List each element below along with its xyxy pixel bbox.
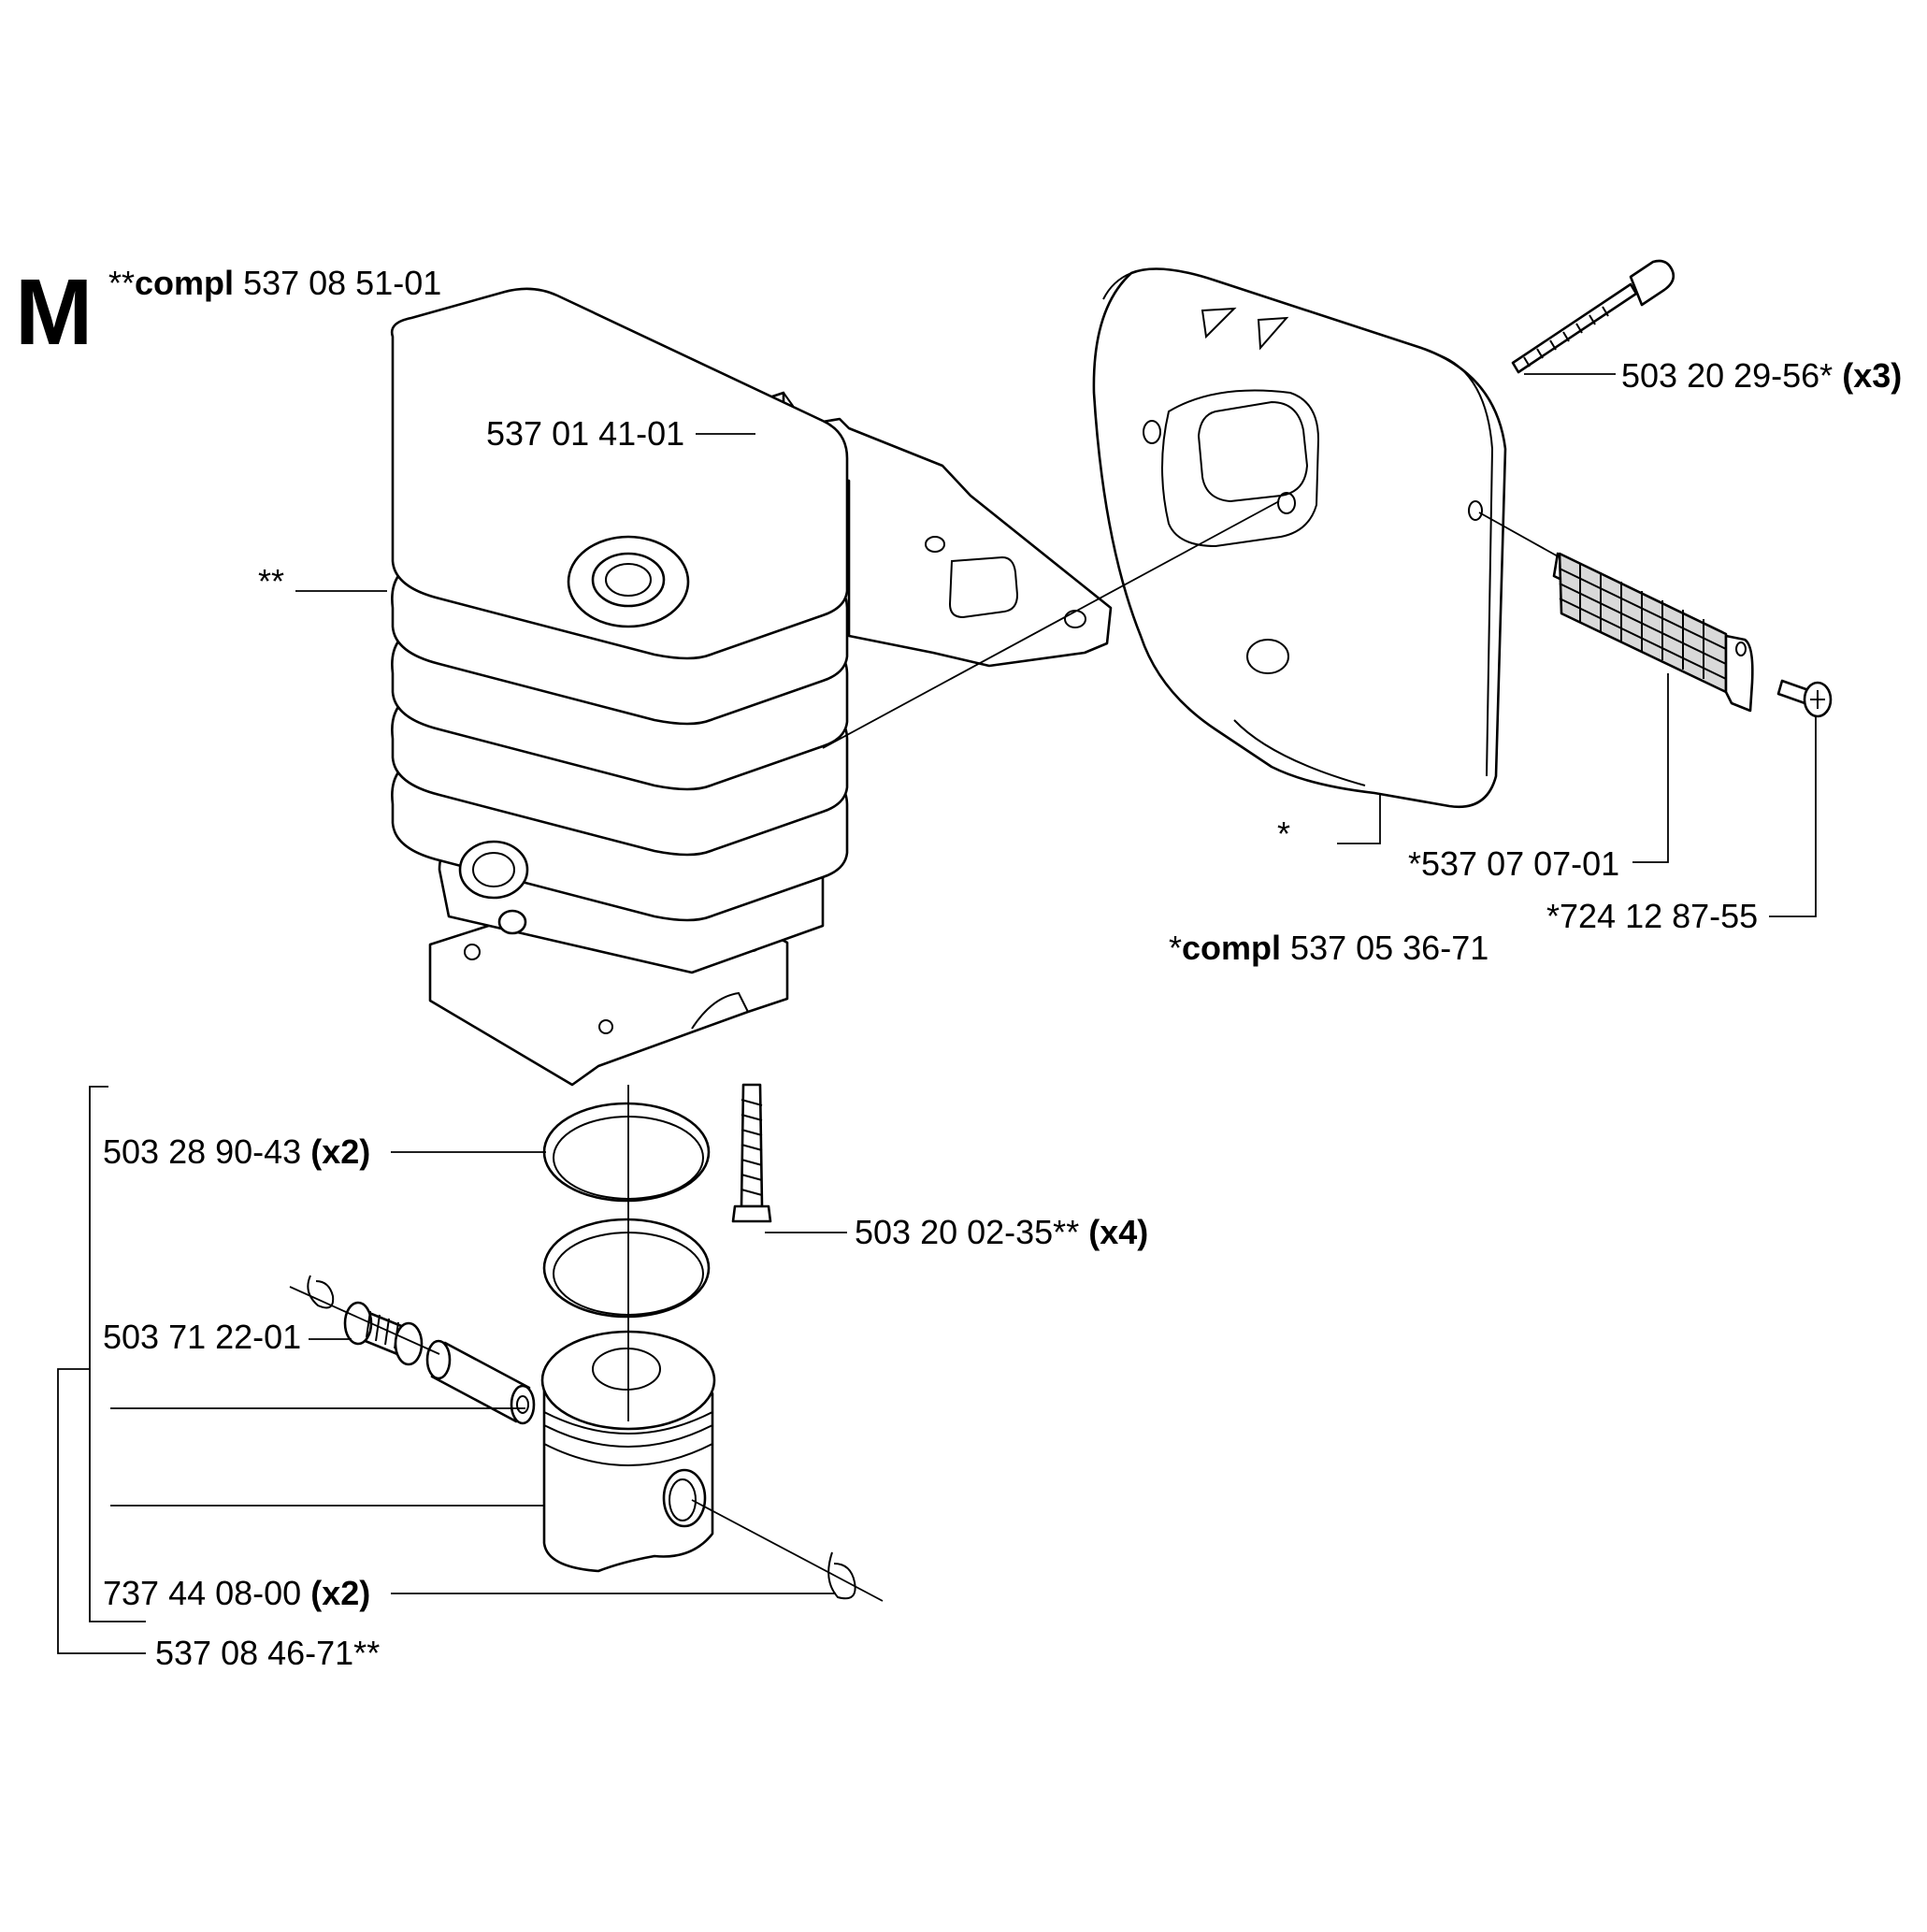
axis-line-pin: [289, 1286, 884, 1602]
circlip-lower-part: [827, 1551, 856, 1600]
piston-ring-upper-part: [542, 1102, 711, 1203]
label-cylinder-marker: **: [258, 562, 284, 600]
cylinder-screw-part: [731, 1083, 772, 1223]
piston-pin-part: [425, 1339, 536, 1425]
circlip-upper-part: [307, 1275, 335, 1309]
leader-screen: [1632, 673, 1669, 863]
label-piston-kit: 537 08 46-71**: [155, 1634, 380, 1672]
screen-screw-part: [1776, 679, 1833, 718]
label-needle-bearing: 503 71 22-01: [103, 1318, 301, 1356]
piston-part: [540, 1330, 716, 1573]
label-muffler-screw: 503 20 29-56* (x3): [1621, 356, 1902, 395]
bracket-ring-group: [89, 1086, 146, 1622]
spark-arrestor-screen-part: [1552, 552, 1754, 713]
piston-ring-lower-part: [542, 1218, 711, 1319]
label-screen: *537 07 07-01: [1408, 844, 1619, 883]
leader-muffler: [1337, 793, 1381, 844]
section-letter: M: [15, 260, 93, 365]
leader-screen-screw: [1769, 716, 1817, 917]
needle-bearing-part: [343, 1301, 424, 1366]
muffler-assembly-title: *compl 537 05 36-71: [1169, 929, 1488, 967]
bracket-piston-kit: [57, 1368, 146, 1654]
label-screen-screw: *724 12 87-55: [1546, 897, 1758, 935]
muffler-part: [1092, 267, 1507, 809]
axis-line-cylinder-muffler: [822, 500, 1280, 749]
label-muffler-marker: *: [1277, 815, 1290, 853]
label-bracket: 537 01 41-01: [486, 414, 684, 453]
cylinder-assembly-title: **compl 537 08 51-01: [108, 264, 441, 302]
axis-line-screw: [1478, 512, 1560, 558]
cylinder-part: [390, 287, 849, 1087]
label-piston-ring: 503 28 90-43 (x2): [103, 1132, 370, 1171]
label-cylinder-screw: 503 20 02-35** (x4): [855, 1213, 1148, 1251]
muffler-screw-part: [1511, 259, 1675, 374]
label-circlip: 737 44 08-00 (x2): [103, 1574, 370, 1612]
